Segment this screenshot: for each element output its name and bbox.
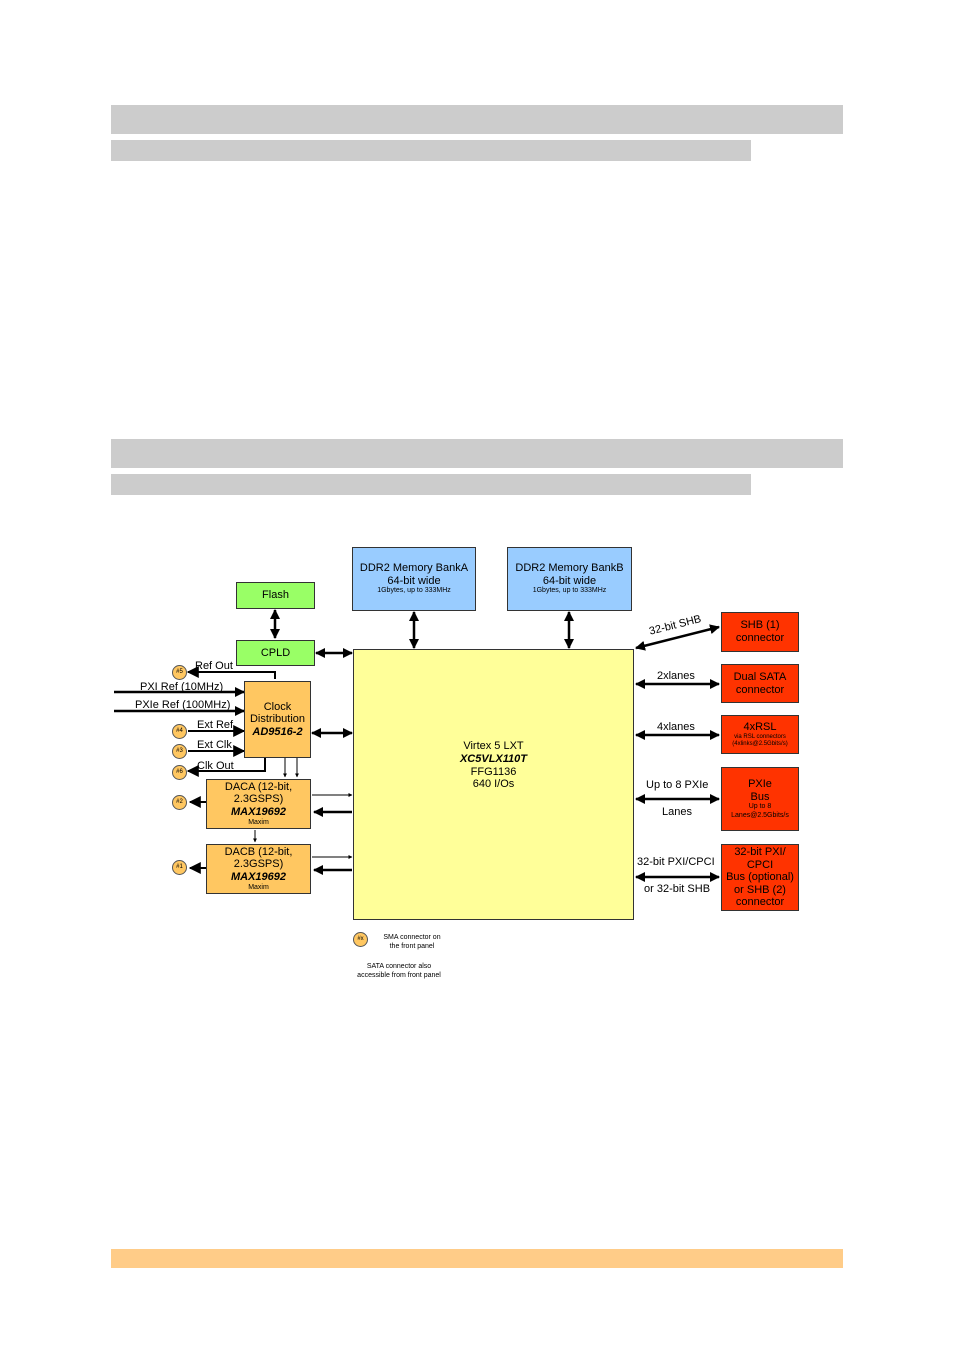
pxi-link-label-1: 32-bit PXI/CPCI — [637, 856, 715, 868]
daca-block: DACA (12-bit, 2.3GSPS) MAX19692 Maxim — [206, 779, 311, 829]
sma-connector-3: #3 — [172, 744, 187, 759]
pxi-link-label-2: or 32-bit SHB — [644, 883, 711, 895]
sata-line2: connector — [735, 683, 785, 696]
sma-legend-line1: SMA connector on — [383, 934, 441, 941]
header-bar-2 — [111, 439, 843, 468]
sata-line1: Dual SATA — [733, 670, 787, 683]
rsl-link-label: 4xlanes — [657, 721, 695, 733]
fpga-line1: Virtex 5 LXT — [463, 740, 524, 753]
clock-line1: Clock — [263, 700, 292, 713]
sma-legend-line2: the front panel — [389, 942, 435, 950]
pxie-link-label-1: Up to 8 PXIe — [646, 779, 709, 791]
pxi-cpci-bus-block: 32-bit PXI/ CPCI Bus (optional) or SHB (… — [721, 844, 799, 911]
ext-ref-label: Ext Ref — [197, 719, 234, 731]
sma-legend-text: SMA connector on the front panel — [372, 934, 452, 952]
dacb-maker: Maxim — [248, 883, 269, 891]
sma-connector-5: #5 — [172, 665, 187, 680]
sma-connector-2: #2 — [172, 795, 187, 810]
shb1-line1: SHB (1) — [740, 619, 780, 632]
subheader-bar-1 — [111, 140, 751, 161]
ddr-a-line1: DDR2 Memory BankA — [359, 562, 469, 575]
daca-line2: 2.3GSPS) — [233, 793, 284, 806]
pxi-line1: 32-bit PXI/ — [734, 845, 786, 858]
pxi-line4: or SHB (2) — [734, 883, 786, 896]
header-bar-1 — [111, 105, 843, 134]
clock-line2: Distribution — [249, 713, 306, 726]
flash-block: Flash — [236, 582, 315, 609]
daca-part: MAX19692 — [230, 806, 287, 819]
shb1-line2: connector — [735, 632, 785, 644]
sata-legend-line2: accessible from front panel — [357, 971, 441, 979]
dacb-block: DACB (12-bit, 2.3GSPS) MAX19692 Maxim — [206, 844, 311, 894]
fpga-block: Virtex 5 LXT XC5VLX110T FFG1136 640 I/Os — [353, 649, 634, 920]
sata-legend-line1: SATA connector also — [366, 963, 432, 970]
ref-out-label: Ref Out — [195, 660, 233, 672]
sata-legend-text: SATA connector also accessible from fron… — [344, 963, 454, 981]
sata-link-label: 2xlanes — [657, 670, 695, 682]
flash-label: Flash — [262, 589, 289, 602]
ddr-a-line2: 64-bit wide — [387, 574, 441, 587]
sma-connector-4: #4 — [172, 724, 187, 739]
clock-part: AD9516-2 — [252, 725, 303, 738]
sma-legend-icon: #x — [353, 932, 368, 947]
ddr-b-note: 1Gbytes, up to 333MHz — [532, 587, 607, 595]
daca-line1: DACA (12-bit, — [224, 780, 293, 793]
ddr-bank-a-block: DDR2 Memory BankA 64-bit wide 1Gbytes, u… — [352, 547, 476, 611]
daca-maker: Maxim — [248, 818, 269, 826]
ddr-b-line1: DDR2 Memory BankB — [515, 562, 624, 575]
fpga-part: XC5VLX110T — [459, 752, 528, 765]
cpld-block: CPLD — [236, 640, 315, 666]
ddr-b-line2: 64-bit wide — [542, 574, 597, 587]
pxie-bus-block: PXIe Bus Up to 8 Lanes@2.5Gbits/s — [721, 767, 799, 831]
pxi-ref-label: PXI Ref (10MHz) — [140, 681, 224, 693]
fpga-line4: 640 I/Os — [472, 778, 515, 791]
clk-out-label: Clk Out — [197, 760, 234, 772]
footer-bar — [111, 1249, 843, 1268]
dacb-line1: DACB (12-bit, — [224, 845, 293, 858]
cpld-label: CPLD — [260, 646, 291, 659]
clock-distribution-block: Clock Distribution AD9516-2 — [244, 681, 311, 758]
subheader-bar-2 — [111, 474, 751, 495]
dacb-line2: 2.3GSPS) — [233, 858, 284, 871]
fpga-line3: FFG1136 — [470, 765, 517, 778]
rsl-note1: via RSL connectors — [734, 733, 786, 740]
pxi-line2: CPCI — [746, 858, 774, 871]
shb1-connector-block: SHB (1) connector — [721, 612, 799, 652]
dacb-part: MAX19692 — [230, 871, 287, 884]
pxi-line5: connector — [735, 896, 785, 909]
pxi-line3: Bus (optional) — [726, 871, 794, 884]
pxie-note1: Up to 8 — [748, 803, 772, 811]
pxie-link-label-2: Lanes — [662, 806, 692, 818]
rsl-line1: 4xRSL — [743, 720, 777, 733]
ddr-a-note: 1Gbytes, up to 333MHz — [377, 587, 451, 595]
pxie-note2: Lanes@2.5Gbits/s — [731, 811, 789, 819]
rsl-note2: (4xlinks@2.5Gbits/s) — [732, 740, 788, 747]
ddr-bank-b-block: DDR2 Memory BankB 64-bit wide 1Gbytes, u… — [507, 547, 632, 611]
pxie-line2: Bus — [750, 790, 770, 803]
dual-sata-connector-block: Dual SATA connector — [721, 664, 799, 703]
rsl-connector-block: 4xRSL via RSL connectors (4xlinks@2.5Gbi… — [721, 715, 799, 754]
sma-connector-6: #6 — [172, 765, 187, 780]
sma-connector-1: #1 — [172, 860, 187, 875]
pxie-line1: PXIe — [748, 777, 772, 790]
ext-clk-label: Ext Clk — [197, 739, 232, 751]
pxie-ref-label: PXIe Ref (100MHz) — [135, 699, 231, 711]
